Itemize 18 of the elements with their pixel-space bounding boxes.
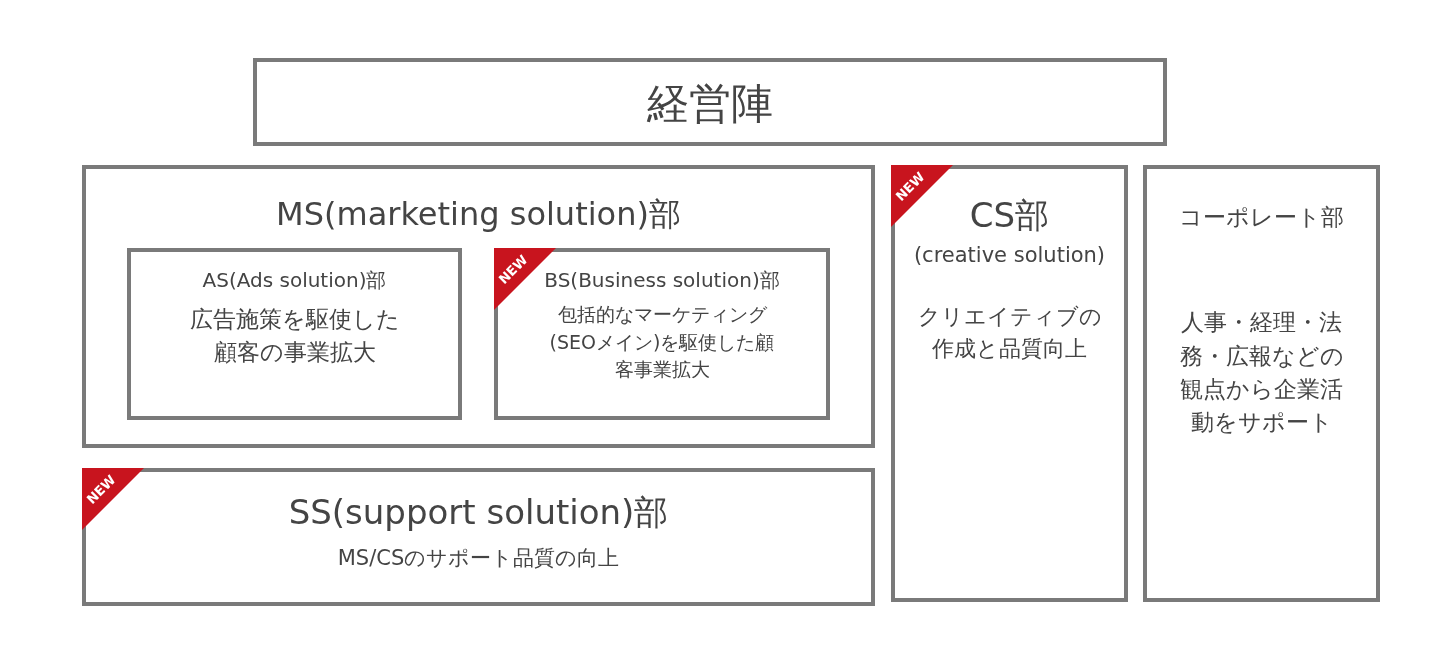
heading-text: AS(Ads solution)部 [202,267,387,294]
heading-text: SS(support solution)部 [288,491,669,534]
department-box [1143,165,1380,602]
heading-text: CS部 [969,194,1050,237]
description-text: 人事・経理・法務・広報などの観点から企業活動をサポート [1178,308,1345,438]
heading-text: 経営陣 [647,78,773,130]
description-text: 広告施策を駆使した顧客の事業拡大 [188,305,401,368]
department-box [82,165,875,448]
department-box [82,468,875,606]
department-box [494,248,830,420]
department-box [253,58,1167,146]
description-text: クリエイティブの作成と品質向上 [917,302,1102,363]
description-text: MS/CSのサポート品質の向上 [337,545,620,573]
department-box [127,248,462,420]
heading-text: コーポレート部 [1179,203,1344,232]
subheading-text: (creative solution) [913,242,1106,270]
heading-text: MS(marketing solution)部 [276,194,681,235]
department-box [891,165,1128,602]
